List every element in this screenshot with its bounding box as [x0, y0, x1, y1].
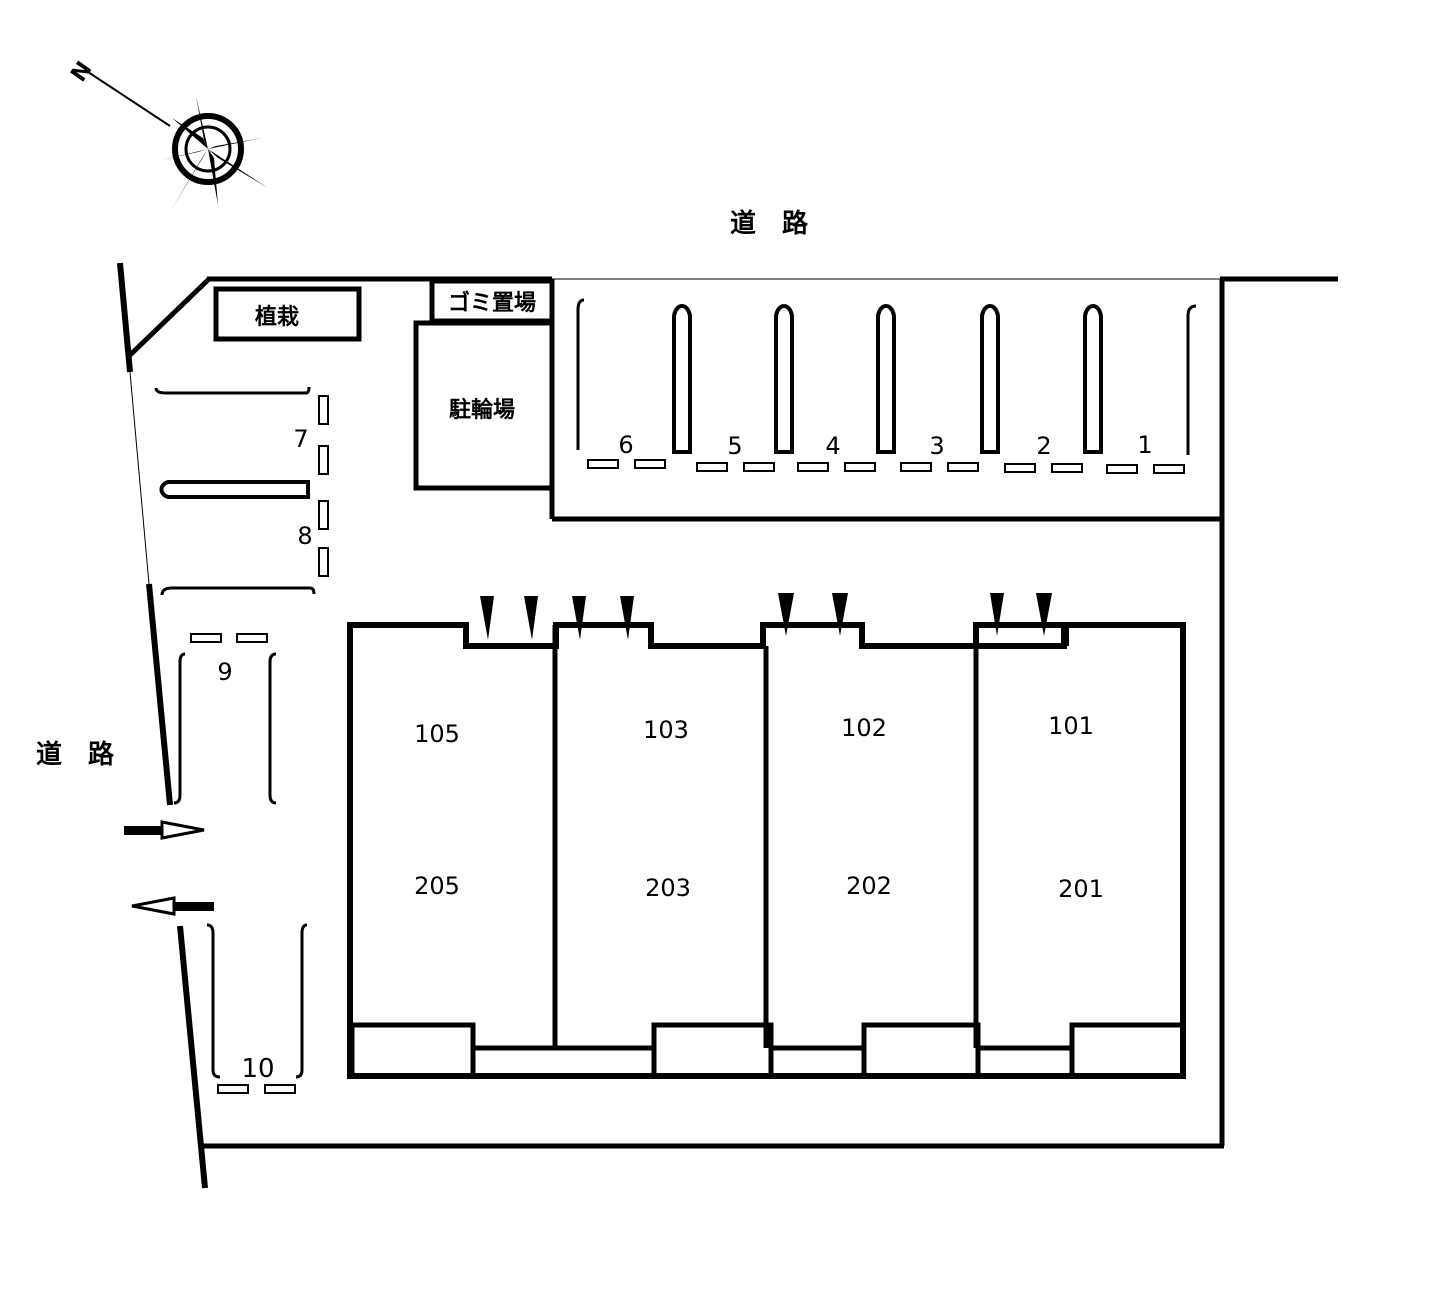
planting-label: 植栽: [255, 304, 299, 330]
parking-slot-6: 6: [618, 431, 633, 459]
bicycle-parking: 駐輪場: [413, 320, 555, 491]
bicycle-parking-label: 駐輪場: [449, 397, 515, 423]
compass-north-label: N: [66, 57, 97, 86]
parking-divider: [876, 304, 896, 454]
parking-divider: [774, 304, 794, 454]
top-parking-row: 1 2 3 4 5 6: [576, 298, 1197, 474]
parking-slot-2: 2: [1036, 432, 1051, 460]
garbage-label: ゴミ置場: [448, 290, 536, 316]
unit-101: 101: [1048, 712, 1094, 740]
unit-102: 102: [841, 714, 887, 742]
parking-slot-8: 8: [297, 522, 312, 550]
parking-slot-9: 9: [217, 658, 232, 686]
unit-103: 103: [643, 716, 689, 744]
building: [347, 622, 1186, 1079]
parking-slot-7: 7: [293, 425, 308, 453]
planting-area: 植栽: [213, 286, 362, 342]
left-road-edge: [117, 262, 211, 1189]
unit-105: 105: [414, 720, 460, 748]
parking-slot-1: 1: [1137, 431, 1152, 459]
parking-slot-3: 3: [929, 432, 944, 460]
arrow-left-icon: [131, 896, 214, 916]
parking-divider: [1083, 304, 1103, 454]
parking-9: 9: [173, 633, 277, 805]
compass-rose-icon: N: [66, 57, 268, 212]
parking-10: 10: [206, 923, 308, 1094]
parking-divider: [672, 304, 692, 454]
unit-203: 203: [645, 874, 691, 902]
parking-slot-10: 10: [241, 1054, 274, 1084]
entrance-marker-icon: [480, 593, 1052, 640]
arrow-right-icon: [124, 820, 205, 840]
unit-205: 205: [414, 872, 460, 900]
garbage-area: ゴミ置場: [429, 278, 555, 324]
site-boundary: [203, 276, 1338, 1149]
parking-slot-5: 5: [727, 432, 742, 460]
road-label-top: 道 路: [730, 208, 809, 239]
parking-slot-4: 4: [825, 432, 840, 460]
parking-divider: [980, 304, 1000, 454]
left-parking-7-8: 7 8: [154, 386, 329, 596]
road-label-left: 道 路: [36, 739, 115, 770]
unit-201: 201: [1058, 875, 1104, 903]
unit-202: 202: [846, 872, 892, 900]
